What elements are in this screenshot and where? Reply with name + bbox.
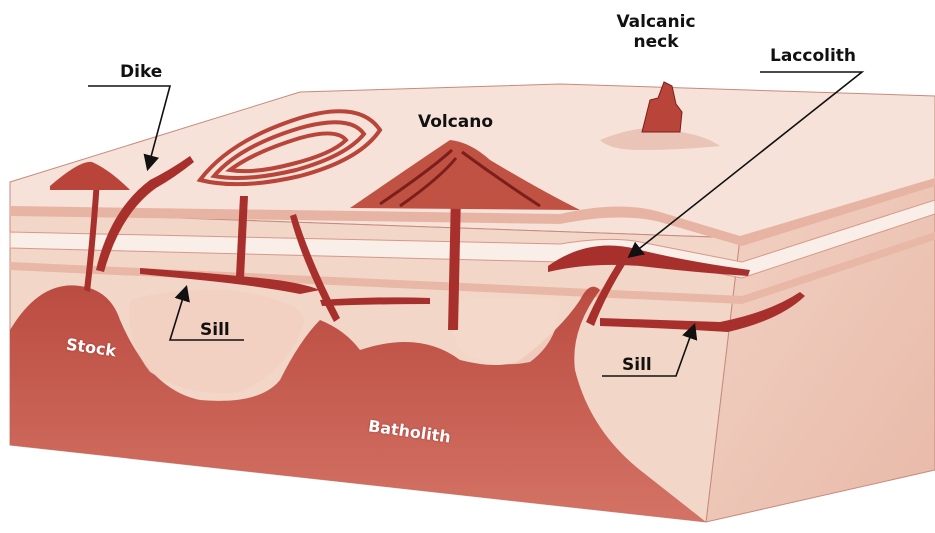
label-laccolith: Laccolith (770, 46, 856, 66)
label-valcanic-neck: Valcanic neck (616, 12, 696, 52)
label-valcanic-neck-line1: Valcanic (616, 12, 696, 32)
label-valcanic-neck-line2: neck (616, 32, 696, 52)
label-sill-right: Sill (622, 355, 652, 375)
label-volcano: Volcano (418, 112, 493, 132)
label-sill-left: Sill (200, 320, 230, 340)
label-dike: Dike (120, 62, 162, 82)
